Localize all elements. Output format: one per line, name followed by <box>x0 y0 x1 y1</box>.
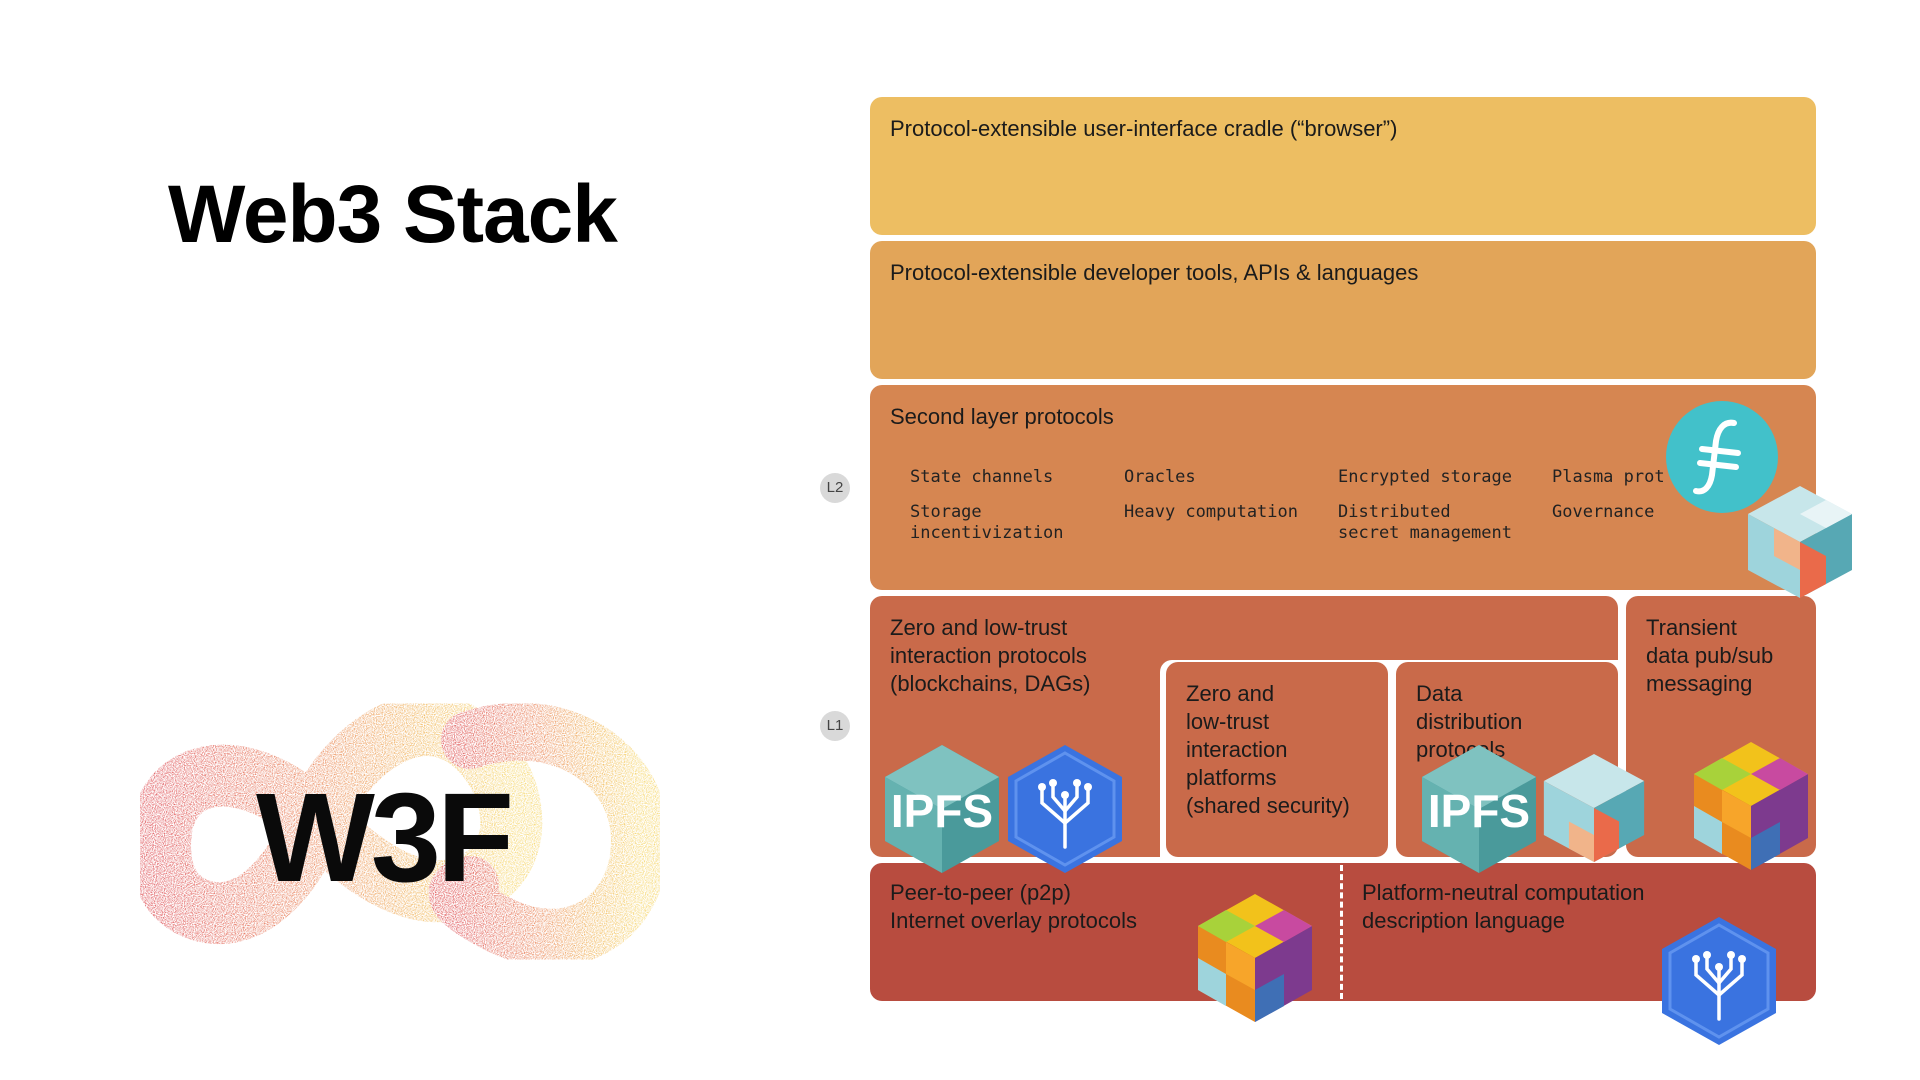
ipfs-cube-icon <box>1748 486 1852 598</box>
w3f-logo-text: W3F <box>256 767 514 908</box>
layer-platforms-label: Zero and low-trust interaction platforms… <box>1186 681 1350 818</box>
multiformats-cube-icon <box>1543 754 1645 862</box>
layer-p2p-label: Peer-to-peer (p2p) Internet overlay prot… <box>890 880 1138 933</box>
layer-computation-label: Platform-neutral computation description… <box>1362 880 1645 933</box>
layer-zero-trust-label: Zero and low-trust interaction protocols… <box>890 615 1091 696</box>
layer-developer-tools: Protocol-extensible developer tools, API… <box>870 241 1816 379</box>
protocol-item: State channels <box>910 467 1054 487</box>
ipfs-icon-label: IPFS <box>1428 785 1530 837</box>
protocol-item: Encrypted storage <box>1338 467 1512 487</box>
protocol-item: Distributed secret management <box>1338 502 1512 543</box>
layer-badge-l1: L1 <box>820 711 850 741</box>
ipfs-icon-label: IPFS <box>891 785 993 837</box>
protocol-item: Governance <box>1552 502 1655 522</box>
filecoin-icon <box>1666 401 1778 513</box>
w3f-logo <box>140 694 660 967</box>
ipfs-hexagon-icon: IPFS <box>1422 745 1536 873</box>
ipld-tree-icon <box>1662 917 1776 1045</box>
protocol-item: Heavy computation <box>1124 502 1298 522</box>
ipld-tree-icon <box>1008 745 1122 873</box>
layer-second-title: Second layer protocols <box>890 404 1114 429</box>
layer-p2p-and-computation: Peer-to-peer (p2p) Internet overlay prot… <box>870 863 1816 1001</box>
slide-title: Web3 Stack <box>168 169 618 260</box>
dashed-divider <box>1340 865 1343 999</box>
second-layer-protocol-list: State channels Oracles Encrypted storage… <box>910 467 1766 544</box>
layer-second-layer-protocols: Second layer protocols State channels Or… <box>870 385 1816 590</box>
layer-transient-label: Transient data pub/sub messaging <box>1646 615 1774 696</box>
layer-developer-tools-label: Protocol-extensible developer tools, API… <box>890 260 1419 285</box>
ipfs-hexagon-icon: IPFS <box>885 745 999 873</box>
layer-badge-l2: L2 <box>820 473 850 503</box>
protocol-item: Plasma prot <box>1552 467 1665 487</box>
protocol-item: Storage incentivization <box>910 502 1064 543</box>
libp2p-cube-icon <box>1198 894 1312 1022</box>
protocol-item: Oracles <box>1124 467 1196 487</box>
layer-browser: Protocol-extensible user-interface cradl… <box>870 97 1816 235</box>
libp2p-cube-icon <box>1694 742 1808 870</box>
layer-browser-label: Protocol-extensible user-interface cradl… <box>890 116 1398 141</box>
layer-shared-security-platforms: Zero and low-trust interaction platforms… <box>1166 662 1388 857</box>
